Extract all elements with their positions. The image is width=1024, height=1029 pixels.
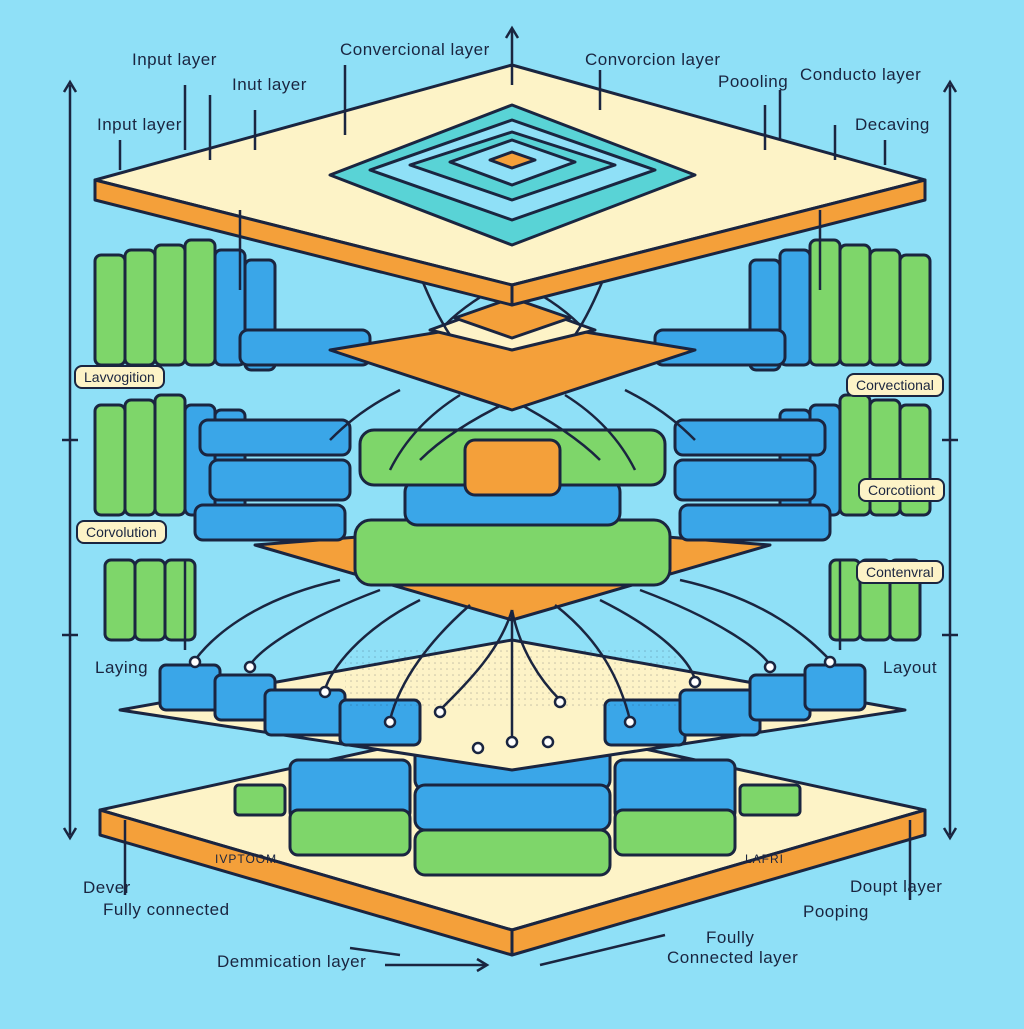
label-convercional-layer: Convercional layer xyxy=(340,40,490,59)
label-demmication-layer: Demmication layer xyxy=(217,952,367,971)
label-inut-layer: Inut layer xyxy=(232,75,307,94)
label-conducto-layer: Conducto layer xyxy=(800,65,922,84)
label-laying: Laying xyxy=(95,658,149,677)
label-input-layer-2: Input layer xyxy=(97,115,182,134)
label-connected-layer: Connected layer xyxy=(667,948,799,967)
wire-terminals xyxy=(188,655,837,755)
label-doupt-layer: Doupt layer xyxy=(850,877,943,896)
strip-label-right: LAFRI xyxy=(745,852,785,866)
label-fully-connected: Fully connected xyxy=(103,900,230,919)
label-layout: Layout xyxy=(883,658,938,677)
label-input-layer-1: Input layer xyxy=(132,50,217,69)
strip-label-left: IVPTOOM xyxy=(215,852,278,866)
edge-axes xyxy=(62,25,958,973)
top-pointers xyxy=(118,65,912,900)
tag-corcotiiont: Corcotiiont xyxy=(858,478,945,502)
lower-wires xyxy=(194,578,831,740)
label-dever: Dever xyxy=(83,878,131,897)
middle-green-stack xyxy=(353,428,672,587)
top-concentric-square xyxy=(328,103,697,247)
upper-middle-plate xyxy=(328,296,697,412)
label-pooping: Pooping xyxy=(803,902,869,921)
label-decaving: Decaving xyxy=(855,115,930,134)
tag-corvolution: Corvolution xyxy=(76,520,167,544)
label-convorcion-layer: Convorcion layer xyxy=(585,50,721,69)
middle-blue-bars xyxy=(193,328,832,542)
label-foully: Foully xyxy=(706,928,755,947)
tag-corvectional: Corvectional xyxy=(846,373,944,397)
tag-contenvral: Contenvral xyxy=(856,560,944,584)
label-poooling: Poooling xyxy=(718,72,789,91)
tag-lavvogition: Lavvogition xyxy=(74,365,165,389)
